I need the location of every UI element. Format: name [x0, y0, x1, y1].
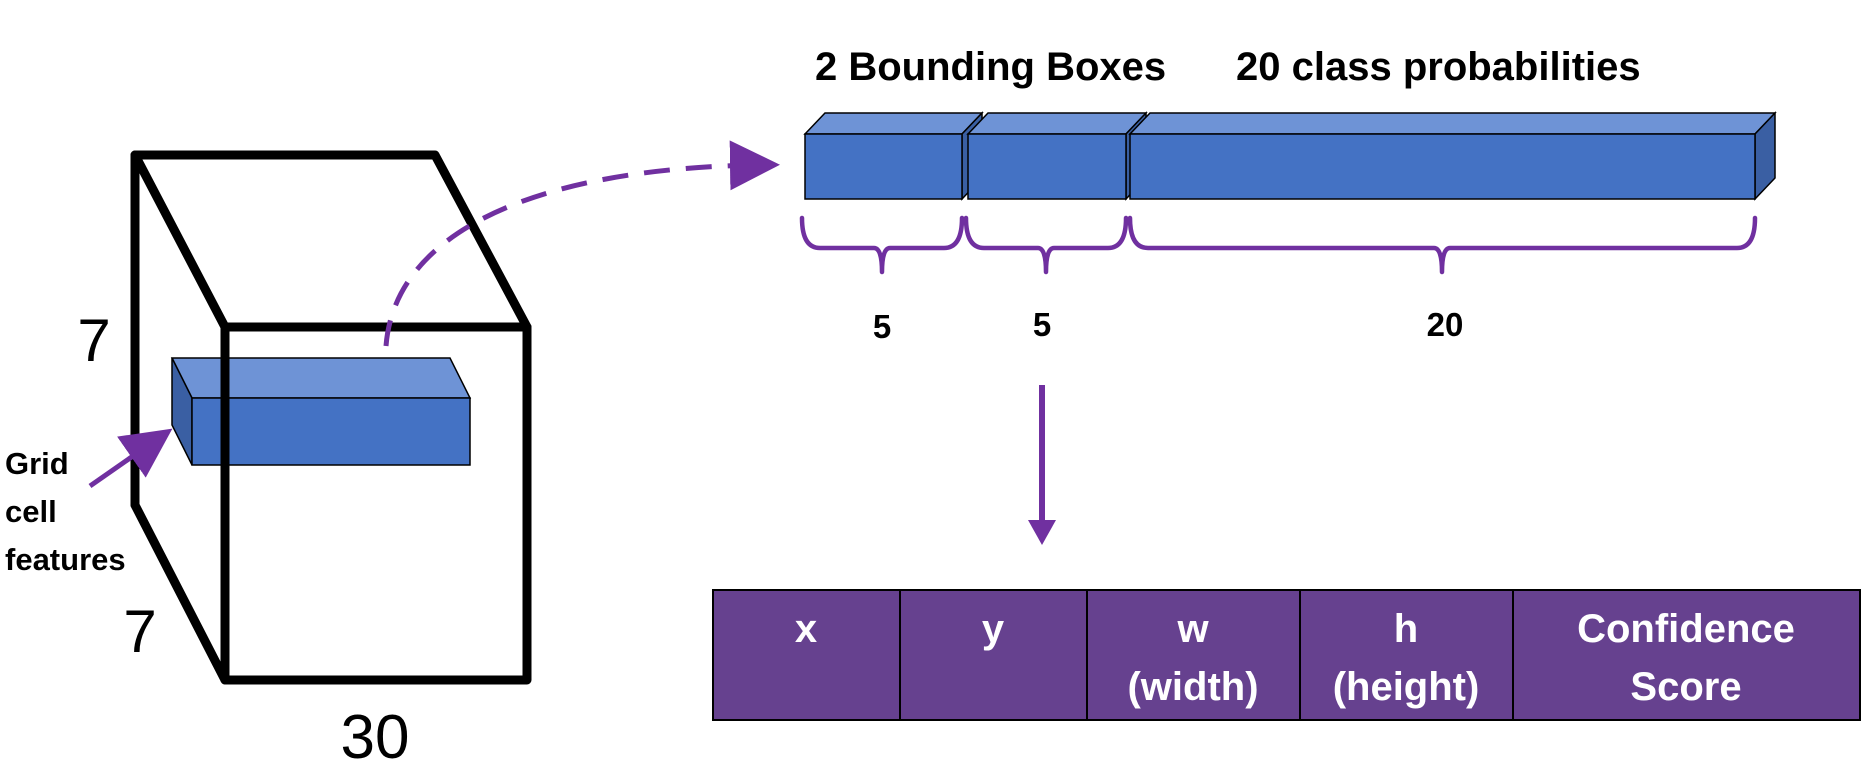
grid-cell-label-line-2: cell: [5, 494, 57, 529]
tensor-height-label: 7: [77, 307, 110, 374]
bounding-boxes-header: 2 Bounding Boxes: [815, 45, 1166, 89]
segment-3-count: 20: [1427, 306, 1464, 343]
tensor-bottom-left-edge: [130, 500, 230, 685]
field-cell-h: [1299, 589, 1514, 721]
field-cell-y: [899, 589, 1088, 721]
box-fields-table: [712, 589, 1861, 721]
curved-dashed-arrow: [383, 140, 780, 347]
field-x-label: x: [795, 607, 817, 651]
vector-segment-box-2: [966, 111, 1148, 201]
brace-segment-2: [963, 215, 1129, 275]
field-w-label: w: [1176, 607, 1209, 651]
segment-braces: [799, 215, 1758, 275]
segment-2-count: 5: [1033, 306, 1051, 343]
field-cell-w: [1086, 589, 1301, 721]
field-y-label: y: [982, 607, 1005, 651]
tensor-width-label: 30: [341, 703, 410, 772]
field-confidence-label: Confidence: [1577, 607, 1795, 651]
grid-cell-label-line-3: features: [5, 542, 126, 577]
grid-cell-pointer-arrow: [88, 428, 173, 489]
vector-segment-classes: [1128, 111, 1777, 201]
field-confidence-sub-label: Score: [1630, 665, 1741, 709]
brace-segment-3: [1127, 215, 1758, 275]
class-probabilities-header: 20 class probabilities: [1236, 45, 1641, 89]
field-cell-x: [712, 589, 901, 721]
grid-cell-bar-front: [191, 397, 471, 466]
prediction-vector: [803, 111, 1777, 201]
tensor-top-face: [130, 150, 532, 332]
field-cell-confidence: [1512, 589, 1861, 721]
field-h-label: h: [1394, 607, 1418, 651]
vector-segment-box-1: [803, 111, 984, 201]
segment-1-count: 5: [873, 308, 891, 345]
grid-cell-feature-bar: [170, 357, 472, 466]
field-w-sub-label: (width): [1127, 665, 1258, 709]
grid-cell-bar-top: [170, 357, 472, 399]
grid-cell-label-line-1: Grid: [5, 446, 69, 481]
tensor-depth-label: 7: [123, 598, 156, 665]
grid-cell-label: Grid cell features: [5, 446, 126, 577]
tensor-front-face: [220, 322, 532, 685]
brace-segment-1: [799, 215, 965, 275]
field-h-sub-label: (height): [1333, 665, 1480, 709]
down-arrow-head: [1028, 520, 1056, 545]
